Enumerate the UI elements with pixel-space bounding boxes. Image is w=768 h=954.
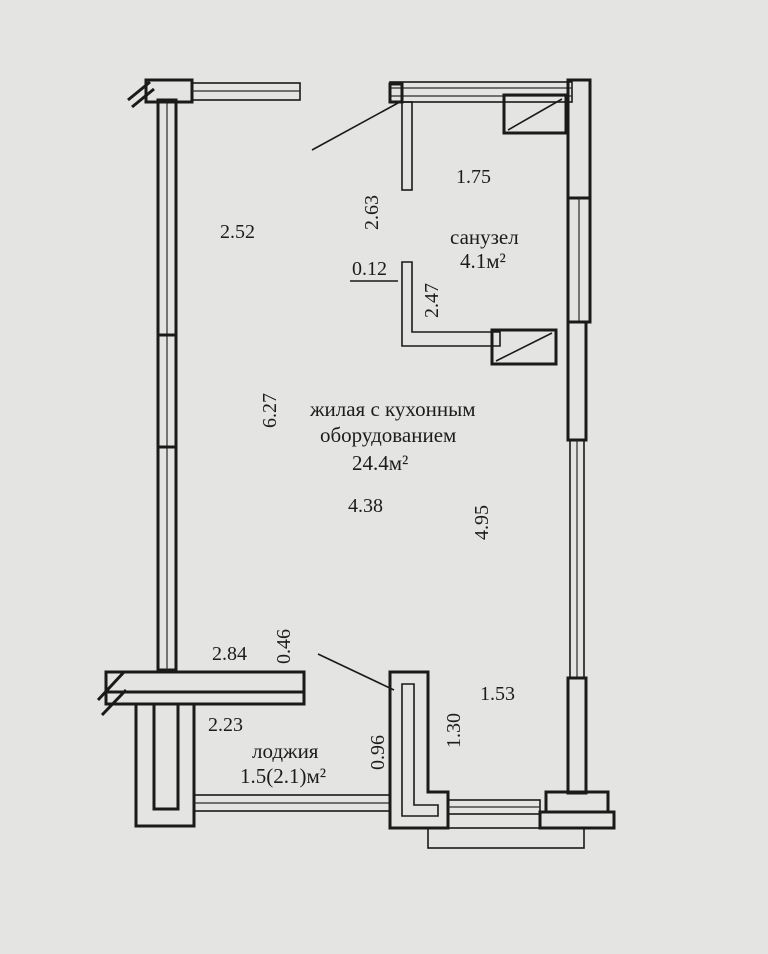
- entrance-door-swing: [317, 653, 395, 691]
- dimension-4-95: 4.95: [471, 505, 493, 540]
- dimension-2-52: 2.52: [220, 221, 255, 243]
- loggia-name: лоджия: [252, 739, 319, 763]
- right-exterior-wall: [538, 78, 616, 830]
- dimension-1-30: 1.30: [443, 713, 465, 748]
- dimension-2-47: 2.47: [421, 283, 443, 318]
- living-room-name-line1: жилая с кухонным: [309, 397, 476, 421]
- dimension-2-23: 2.23: [208, 714, 243, 736]
- dimension-0-12: 0.12: [352, 258, 387, 280]
- top-right-wall-stub: [388, 81, 573, 104]
- dimension-0-96: 0.96: [367, 735, 389, 770]
- top-left-wall-stub: [127, 78, 301, 109]
- loggia-area: 1.5(2.1)м²: [240, 764, 326, 788]
- dimension-6-27: 6.27: [259, 393, 281, 428]
- dimension-4-38: 4.38: [348, 495, 383, 517]
- loggia-walls: [96, 670, 391, 828]
- dimension-1-53: 1.53: [480, 683, 515, 705]
- dimension-2-84: 2.84: [212, 643, 247, 665]
- dimension-0-46: 0.46: [273, 629, 295, 664]
- dimension-1-75: 1.75: [456, 166, 491, 188]
- left-exterior-wall: [156, 98, 178, 672]
- living-room-name-line2: оборудованием: [320, 423, 456, 447]
- door-swing-line: [311, 102, 399, 151]
- dimension-2-63: 2.63: [361, 195, 383, 230]
- loggia-label: лоджия 1.5(2.1)м²: [240, 739, 326, 788]
- living-room-area: 24.4м²: [352, 451, 408, 475]
- vent-duct-middle: [490, 328, 558, 366]
- bathroom-partitions: [401, 101, 501, 347]
- dimension-0-12-group: 0.12: [350, 258, 398, 282]
- bathroom-label: санузел 4.1м²: [450, 225, 519, 273]
- bathroom-name: санузел: [450, 225, 519, 249]
- vent-duct-top: [502, 93, 568, 135]
- bathroom-area: 4.1м²: [460, 249, 506, 273]
- living-room-label: жилая с кухонным оборудованием 24.4м²: [309, 397, 476, 475]
- loggia-door-jamb: [388, 670, 585, 849]
